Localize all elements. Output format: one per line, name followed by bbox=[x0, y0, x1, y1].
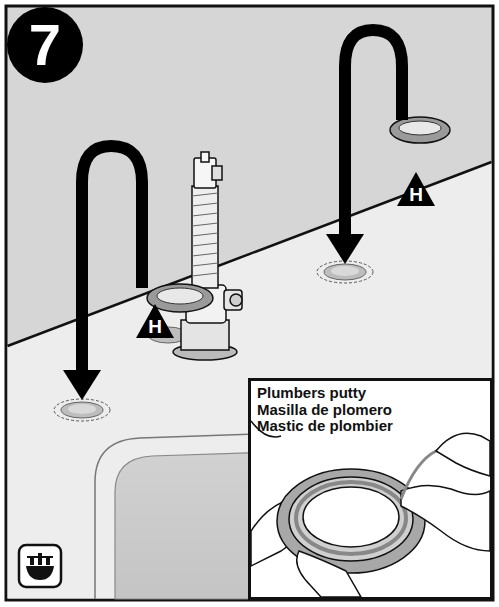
frame bbox=[6, 6, 493, 600]
valve bbox=[173, 152, 242, 360]
putty-illustration bbox=[251, 421, 490, 597]
inset-caption: Plumbers putty bbox=[257, 385, 484, 402]
triangle-marker bbox=[397, 172, 435, 206]
inset-caption: Masilla de plomero bbox=[257, 402, 484, 419]
part-letter-marker: H bbox=[136, 304, 174, 338]
step-number: 7 bbox=[29, 16, 61, 74]
part-letter: H bbox=[409, 185, 423, 204]
placement-arrow bbox=[326, 30, 402, 264]
left-hole bbox=[54, 399, 110, 421]
part-letter: H bbox=[148, 317, 162, 336]
right-hole bbox=[317, 261, 373, 283]
triangle-marker bbox=[136, 304, 174, 338]
inset-caption: Mastic de plombier bbox=[257, 418, 484, 435]
placement-arrow bbox=[63, 146, 142, 400]
sink-icon bbox=[19, 545, 61, 587]
washer-right bbox=[390, 117, 450, 143]
part-letter-marker: H bbox=[397, 172, 435, 206]
inset-panel: Plumbers puttyMasilla de plomeroMastic d… bbox=[248, 378, 493, 600]
step-number: 7 bbox=[7, 7, 83, 83]
